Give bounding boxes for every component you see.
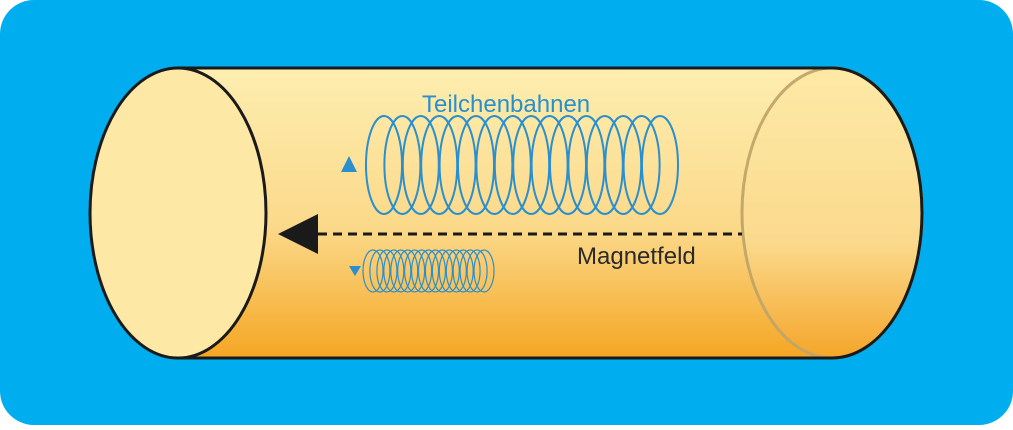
helix-loop	[390, 249, 412, 293]
helix-loop	[459, 249, 481, 293]
small-particle-helix	[362, 249, 495, 293]
cylinder-outline	[178, 66, 924, 360]
helix-loop	[466, 249, 488, 293]
magnetic-field-label: Magnetfeld	[577, 243, 696, 270]
particle-paths-label: Teilchenbahnen	[422, 91, 590, 118]
helix-loop	[622, 115, 661, 215]
helix-loop	[404, 249, 426, 293]
helix-loop	[376, 249, 398, 293]
helix-loop	[362, 249, 384, 293]
arrow-up-icon	[341, 156, 357, 172]
helix-loop	[424, 249, 446, 293]
helix-loop	[452, 249, 474, 293]
arrow-down-icon	[349, 266, 361, 276]
arrow-left-icon	[278, 214, 318, 254]
helix-loop	[438, 249, 460, 293]
helix-loop	[397, 249, 419, 293]
large-particle-helix	[365, 115, 679, 215]
helix-loop	[369, 249, 391, 293]
helix-loop	[641, 115, 679, 215]
helix-loop	[383, 249, 405, 293]
helix-loop	[473, 249, 495, 293]
helix-loop	[445, 249, 467, 293]
helix-loop	[411, 249, 433, 293]
helix-loop	[417, 249, 440, 293]
helix-loop	[431, 249, 453, 293]
cylinder-near-end	[88, 66, 268, 360]
